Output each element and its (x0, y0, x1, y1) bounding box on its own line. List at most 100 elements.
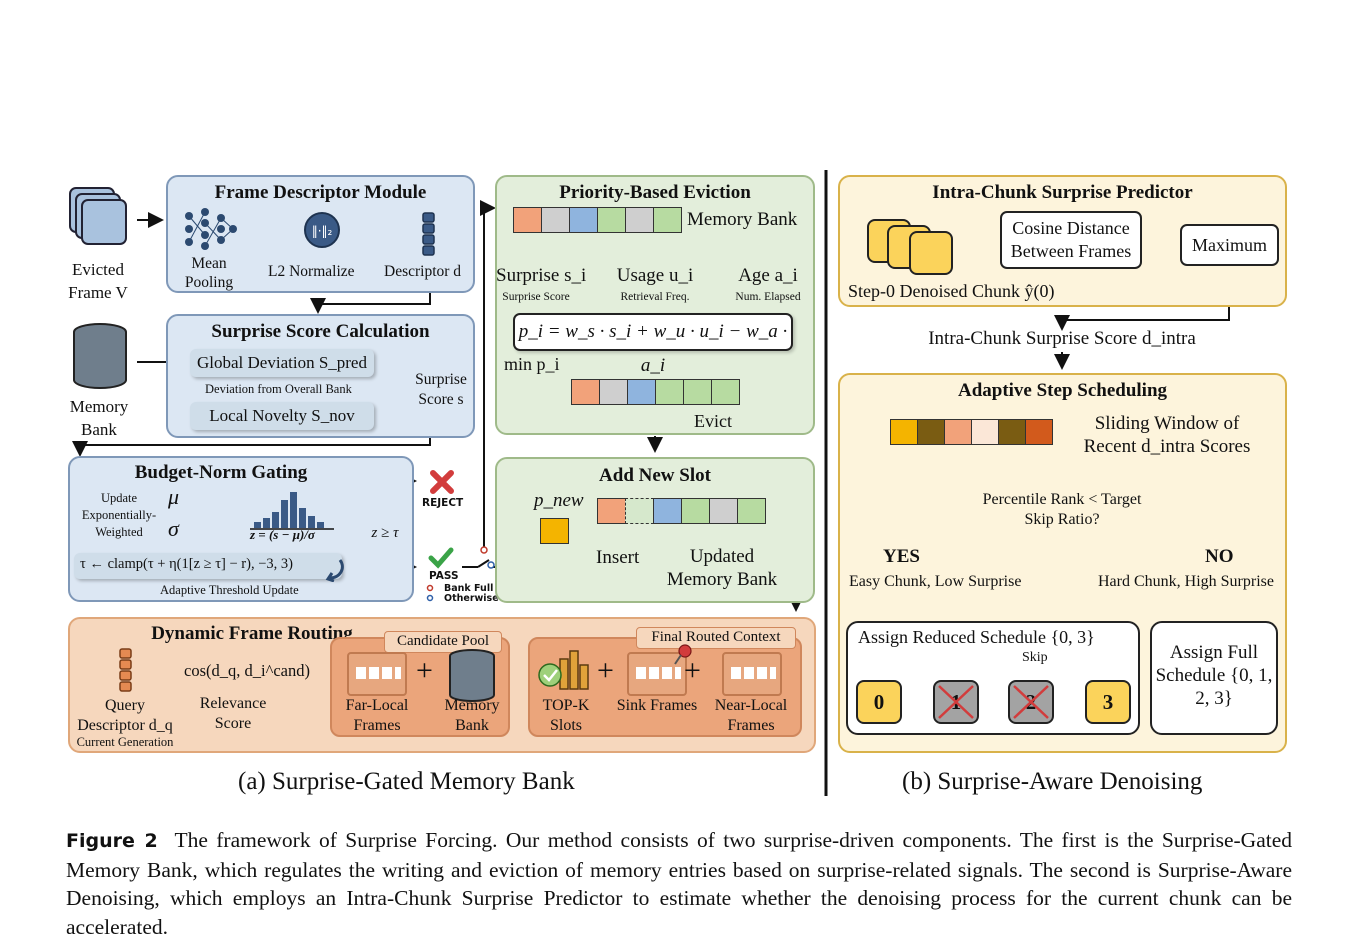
plus-sign: + (416, 654, 433, 687)
tau-update-box: τ ← clamp(τ + η(1[z ≥ τ] − r), −3, 3) (74, 553, 342, 579)
slot (653, 498, 682, 524)
topk-label: TOP-K Slots (542, 697, 590, 734)
slot (627, 379, 656, 405)
figure-label: Figure 2 (66, 830, 158, 852)
slot (513, 207, 542, 233)
candidate-pool-label: Candidate Pool (384, 631, 502, 653)
slot (599, 379, 628, 405)
evicted-frame-label: Evicted Frame V (68, 260, 128, 302)
full-schedule-box (1150, 621, 1278, 735)
reduced-schedule-label: Assign Reduced Schedule {0, 3} (858, 627, 1095, 647)
slot (737, 498, 766, 524)
new-slot (540, 518, 569, 544)
near-local-film-icon (722, 652, 782, 696)
pass-check-icon (428, 547, 454, 569)
slot (683, 379, 712, 405)
skip-label: Skip (1022, 650, 1048, 665)
slot (571, 379, 600, 405)
surprise-score-title: Surprise Score Calculation (211, 321, 430, 342)
global-deviation-sub: Deviation from Overall Bank (205, 382, 352, 396)
cosine-distance-box: Cosine Distance Between Frames (1000, 211, 1142, 269)
mean-pooling-label: Mean Pooling (184, 255, 234, 291)
usage-term-sub: Retrieval Freq. (620, 291, 690, 303)
descriptor-label: Descriptor d (384, 263, 462, 280)
full-schedule-label: Assign Full Schedule {0, 1, 2, 3} (1155, 642, 1273, 709)
evict-label: Evict (694, 411, 732, 431)
routing-title: Dynamic Frame Routing (151, 623, 353, 644)
slot (569, 207, 598, 233)
p-new-label: p_new (534, 490, 584, 511)
neural-network-icon (185, 208, 237, 250)
evicted-frame-stack-icon (69, 187, 127, 245)
updated-bank-label: Updated Memory Bank (666, 546, 778, 590)
mu-symbol: μ (168, 484, 180, 509)
age-term: Age a_i (738, 265, 798, 286)
histogram-icon (250, 492, 334, 530)
near-local-label: Near-Local Frames (714, 697, 788, 734)
intra-score-label: Intra-Chunk Surprise Score d_intra (928, 328, 1196, 349)
min-p-label: min p_i (504, 354, 560, 374)
sink-label: Sink Frames (616, 697, 698, 714)
l2-normalize-icon: ‖·‖₂ (304, 212, 340, 248)
slot (971, 419, 999, 445)
slot (709, 498, 738, 524)
decision-text: Percentile Rank < Target Skip Ratio? (982, 491, 1142, 528)
surprise-score-output: Surprise Score s (415, 371, 467, 408)
sigma-symbol: σ (168, 516, 179, 541)
final-context-label: Final Routed Context (636, 627, 796, 649)
query-descriptor-label: Query Descriptor d_q (77, 697, 173, 734)
slot (597, 207, 626, 233)
memory-bank-label: Memory Bank (69, 397, 129, 439)
memory-bank-database-icon (73, 323, 127, 389)
step0-chunk-label: Step-0 Denoised Chunk ŷ(0) (848, 281, 1055, 301)
reject-label: REJECT (422, 497, 464, 509)
refresh-arrow-icon (325, 559, 344, 582)
l2-normalize-label: L2 Normalize (268, 263, 355, 280)
surprise-term-sub: Surprise Score (502, 291, 570, 303)
slot (597, 498, 626, 524)
adaptive-threshold-label: Adaptive Threshold Update (160, 583, 299, 597)
slot (917, 419, 945, 445)
pin-icon (674, 644, 692, 665)
query-sub-label: Current Generation (76, 735, 174, 749)
slot (998, 419, 1026, 445)
add-slot-panel: Add New Slot (495, 457, 815, 603)
plus-sign-3: + (684, 654, 701, 687)
caption-b: (b) Surprise-Aware Denoising (902, 768, 1203, 795)
slot (944, 419, 972, 445)
usage-term: Usage u_i (616, 265, 694, 286)
candidate-memory-bank-icon (449, 649, 495, 702)
adaptive-step-title: Adaptive Step Scheduling (957, 380, 1168, 401)
slot (681, 498, 710, 524)
threshold-condition: z ≥ τ (371, 525, 399, 541)
topk-slots-icon (538, 650, 589, 690)
reject-x-icon (430, 470, 454, 494)
slot (1025, 419, 1053, 445)
figure-caption: Figure 2 The framework of Surprise Forci… (66, 826, 1292, 941)
caption-a: (a) Surprise-Gated Memory Bank (238, 768, 575, 795)
slot (711, 379, 740, 405)
plus-sign-2: + (597, 654, 614, 687)
add-slot-title: Add New Slot (599, 465, 711, 486)
relevance-score-label: Relevance Score (199, 695, 267, 732)
local-novelty-box: Local Novelty S_nov (190, 402, 374, 430)
insert-label: Insert (596, 547, 640, 568)
sliding-window-label: Sliding Window of Recent d_intra Scores (1083, 413, 1251, 457)
descriptor-vector-icon (422, 212, 435, 256)
maximum-box: Maximum (1180, 224, 1279, 266)
query-vector-icon (119, 648, 132, 692)
far-local-film-icon (347, 652, 407, 696)
no-label: NO (1205, 546, 1234, 567)
age-term-sub: Num. Elapsed (735, 291, 801, 303)
z-formula: z = (s − μ)/σ (250, 527, 315, 542)
pool-memory-bank-label: Memory Bank (444, 697, 500, 734)
step-3: 3 (1085, 680, 1131, 724)
surprise-term: Surprise s_i (496, 265, 587, 286)
cos-similarity: cos(d_q, d_i^cand) (184, 661, 310, 680)
yes-label: YES (883, 546, 920, 567)
yes-sub-label: Easy Chunk, Low Surprise (849, 573, 1022, 590)
slot-empty (625, 498, 654, 524)
slot (625, 207, 654, 233)
no-sub-label: Hard Chunk, High Surprise (1098, 573, 1274, 590)
slot (890, 419, 918, 445)
